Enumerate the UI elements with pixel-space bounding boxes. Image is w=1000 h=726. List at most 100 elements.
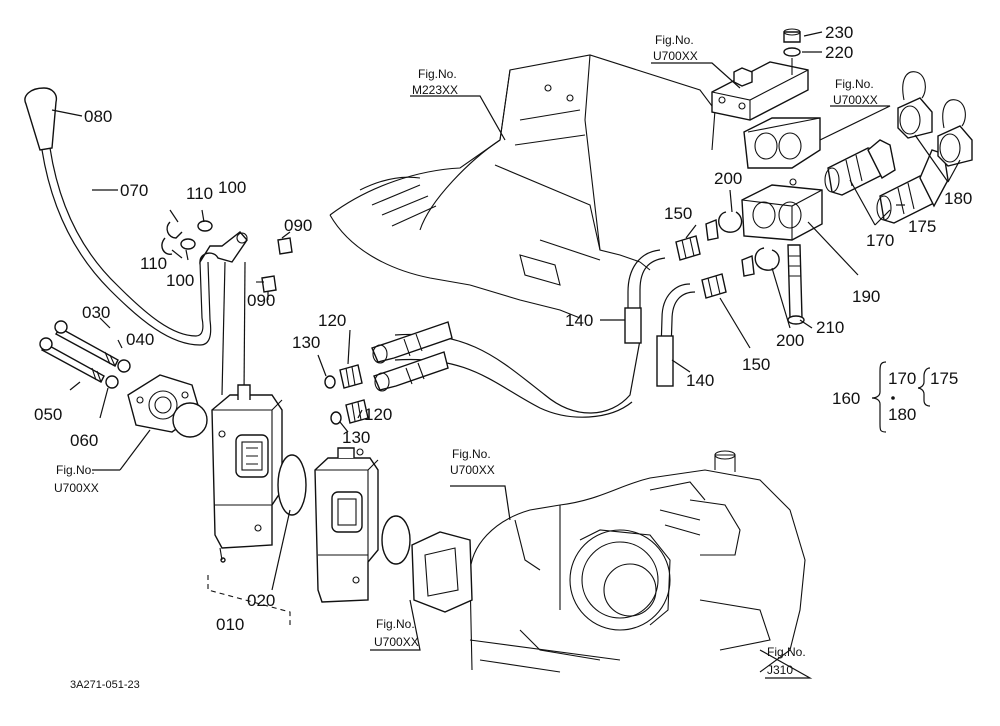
fig-ref-j310: J310 <box>767 663 793 677</box>
bolt-210 <box>787 244 805 325</box>
label-020: 020 <box>247 591 275 610</box>
label-040: 040 <box>126 330 154 349</box>
set-bracket-010 <box>207 575 291 625</box>
clip-110-top <box>166 221 183 239</box>
snap-rings-and-fittings <box>675 211 780 299</box>
label-150-top: 150 <box>664 204 692 223</box>
label-140-left: 140 <box>565 311 593 330</box>
pin-090-bottom <box>261 275 277 293</box>
label-130-top: 130 <box>292 333 320 352</box>
label-140-right: 140 <box>686 371 714 390</box>
valve-fittings <box>324 321 453 425</box>
label-130-bottom: 130 <box>342 428 370 447</box>
o-ring-130-bottom <box>330 411 342 425</box>
fig-ref-u700-right: U700XX <box>833 93 878 107</box>
control-valve-010 <box>211 384 283 563</box>
washer-220 <box>783 47 801 57</box>
nut-060 <box>105 375 119 389</box>
o-ring-section-2 <box>381 515 411 565</box>
snap-ring-200-bottom <box>754 247 780 271</box>
control-lever <box>24 87 248 346</box>
label-060: 060 <box>70 431 98 450</box>
label-120-bottom: 120 <box>364 405 392 424</box>
label-190: 190 <box>852 287 880 306</box>
tractor-body-outline <box>329 54 716 319</box>
label-210: 210 <box>816 318 844 337</box>
hose-fitting-140-right <box>656 335 674 387</box>
coupler-bottom <box>373 351 449 391</box>
outlet-cover <box>411 531 473 613</box>
label-200-top: 200 <box>714 169 742 188</box>
fig-heading-u700-top: Fig.No. <box>655 33 694 47</box>
fig-ref-u700-top: U700XX <box>653 49 698 63</box>
label-150-bottom: 150 <box>742 355 770 374</box>
label-120-top: 120 <box>318 311 346 330</box>
label-175: 175 <box>908 217 936 236</box>
fig-heading-u700-mid: Fig.No. <box>452 447 491 461</box>
inlet-cover-plate <box>127 374 208 438</box>
label-030: 030 <box>82 303 110 322</box>
o-ring-inlet <box>172 402 208 438</box>
lever-bracket <box>199 231 248 265</box>
upper-coupler-block <box>743 117 821 169</box>
fig-ref-m223: M223XX <box>412 83 458 97</box>
bracket-stud <box>733 67 753 87</box>
legend-dot <box>891 396 895 400</box>
dust-cap-180-upper <box>897 97 933 139</box>
part-labels: 080 070 110 100 090 110 100 090 030 040 … <box>34 23 972 634</box>
fitting-150-top <box>675 235 701 261</box>
transmission-housing <box>469 450 806 673</box>
fig-heading-j310: Fig.No. <box>767 645 806 659</box>
adapter-120-top <box>339 364 363 389</box>
lever-knob <box>24 87 58 151</box>
legend-170: 170 <box>888 369 916 388</box>
drawing-code: 3A271-051-23 <box>70 679 140 691</box>
pin-090-top <box>277 237 293 255</box>
label-100-bottom: 100 <box>166 271 194 290</box>
nut-230 <box>783 31 801 43</box>
label-180: 180 <box>944 189 972 208</box>
lever-rod <box>221 261 246 396</box>
legend-set-160: 160 <box>832 389 860 408</box>
o-ring-020 <box>277 454 307 516</box>
label-220: 220 <box>825 43 853 62</box>
label-200-bottom: 200 <box>776 331 804 350</box>
snap-ring-200-top <box>718 211 743 233</box>
label-050: 050 <box>34 405 62 424</box>
set-legend <box>871 361 931 433</box>
fig-heading-u700-left: Fig.No. <box>56 463 95 477</box>
label-110-top: 110 <box>186 184 213 203</box>
nut-040 <box>117 359 131 373</box>
fig-heading-u700-right: Fig.No. <box>835 77 874 91</box>
fig-refs: Fig.No. M223XX Fig.No. U700XX Fig.No. U7… <box>54 33 878 677</box>
label-010: 010 <box>216 615 244 634</box>
valve-section-2 <box>314 447 411 603</box>
fig-ref-u700-left: U700XX <box>54 481 99 495</box>
set-legend-text: 160 170 175 180 <box>832 369 958 424</box>
fig-heading-m223: Fig.No. <box>418 67 457 81</box>
fig-ref-u700-mid: U700XX <box>450 463 495 477</box>
legend-175: 175 <box>930 369 958 388</box>
o-ring-130-top <box>324 375 336 389</box>
label-170: 170 <box>866 231 894 250</box>
clip-110-bottom <box>161 237 173 255</box>
dust-cap-180-lower <box>937 125 973 167</box>
label-230: 230 <box>825 23 853 42</box>
hose-fitting-140-left <box>624 307 642 344</box>
label-080: 080 <box>84 107 112 126</box>
legend-180: 180 <box>888 405 916 424</box>
mounting-bolts <box>39 320 131 389</box>
label-110-bottom: 110 <box>140 254 167 273</box>
quick-couplers <box>824 71 973 224</box>
adapter-120-bottom <box>345 399 369 424</box>
label-090-bottom: 090 <box>247 291 275 310</box>
pin-hardware <box>161 220 293 293</box>
washer-100-top <box>197 220 213 232</box>
label-070: 070 <box>120 181 148 200</box>
coupler-block-190 <box>741 178 823 241</box>
leader-lines <box>51 31 961 679</box>
label-100-top: 100 <box>218 178 246 197</box>
washer-100-bottom <box>180 238 196 250</box>
fig-heading-u700-bottom: Fig.No. <box>376 617 415 631</box>
